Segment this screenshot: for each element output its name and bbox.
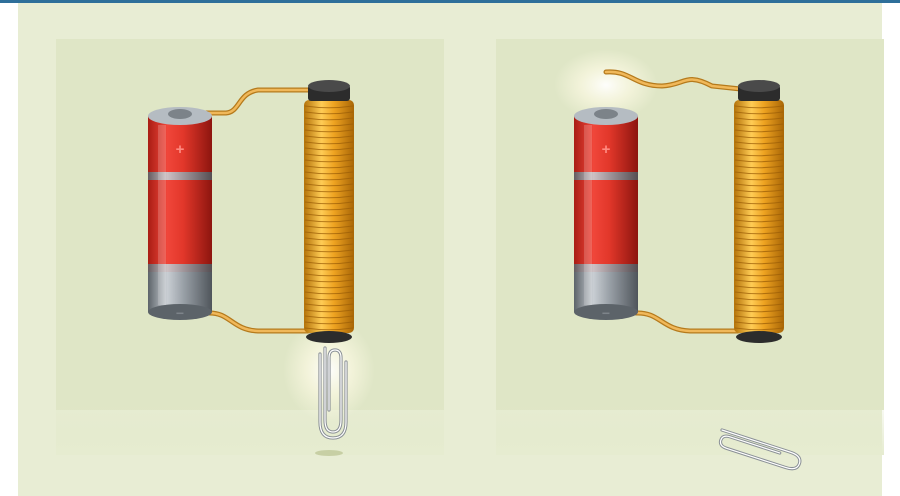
battery-body bbox=[148, 116, 212, 276]
negative-sign: − bbox=[176, 305, 184, 321]
coil-winding bbox=[304, 100, 354, 333]
frame-top-border bbox=[0, 0, 900, 3]
floor-left bbox=[56, 395, 444, 455]
battery-band-upper bbox=[148, 172, 212, 180]
coil-winding bbox=[734, 100, 784, 333]
positive-sign: + bbox=[602, 141, 611, 158]
frame-right-margin bbox=[882, 3, 900, 496]
paperclip-shadow bbox=[315, 450, 343, 456]
battery-band-lower bbox=[574, 264, 638, 272]
battery-band-lower bbox=[148, 264, 212, 272]
battery-band-upper bbox=[574, 172, 638, 180]
battery: + − bbox=[148, 107, 212, 321]
core-bottom-cap bbox=[306, 331, 352, 343]
positive-sign: + bbox=[176, 141, 185, 158]
battery: + − bbox=[574, 107, 638, 321]
battery-body bbox=[574, 116, 638, 276]
scene-panel-right bbox=[496, 39, 884, 410]
electromagnet-coil bbox=[304, 80, 354, 343]
battery-terminal bbox=[168, 109, 192, 119]
core-bottom-cap bbox=[736, 331, 782, 343]
negative-sign: − bbox=[602, 305, 610, 321]
battery-terminal bbox=[594, 109, 618, 119]
frame-left-margin bbox=[0, 3, 18, 496]
electromagnet-coil bbox=[734, 80, 784, 343]
floor-right bbox=[496, 395, 884, 455]
